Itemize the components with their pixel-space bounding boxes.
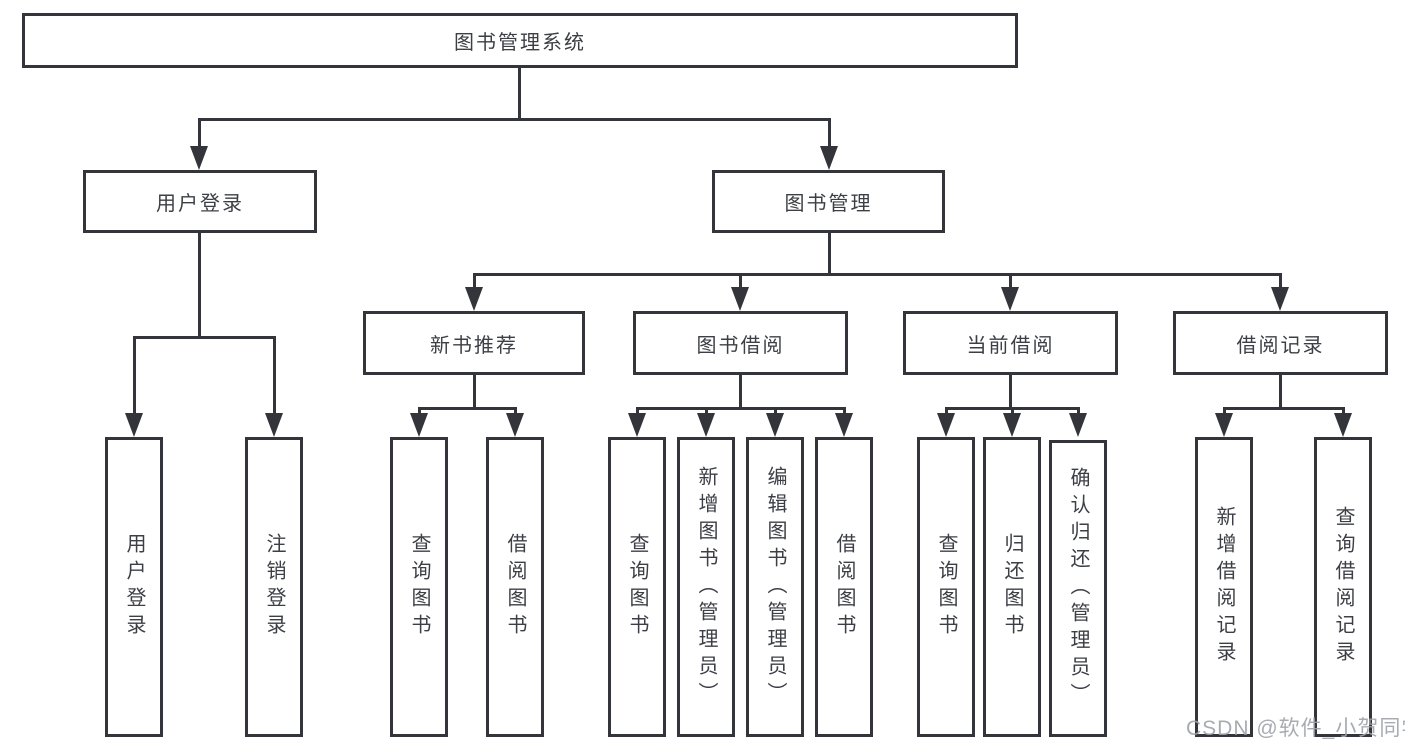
node-leaf-query-book-2: 查询图书 [608,437,666,737]
arrow-down-icon [1271,287,1289,311]
connector-line [827,118,831,154]
arrow-down-icon [410,413,428,437]
arrow-down-icon [125,413,143,437]
connector-line [738,273,742,295]
node-leaf-logout: 注销登录 [245,437,303,737]
node-leaf-confirm-return: 确认归还（管理员） [1049,440,1107,737]
arrow-down-icon [835,413,853,437]
connector-line [827,233,831,276]
connector-line [517,68,521,121]
node-borrow-record: 借阅记录 [1173,311,1388,375]
arrow-down-icon [1069,413,1087,437]
connector-line [132,336,276,339]
csdn-watermark: CSDN @软件_小贺同学 [1186,717,1405,740]
connector-line [272,336,276,421]
arrow-down-icon [1215,413,1233,437]
connector-line [472,273,1282,276]
connector-line [1008,273,1012,295]
connector-line [197,233,201,339]
node-leaf-query-book-3: 查询图书 [917,437,975,737]
node-leaf-borrow-book-1: 借阅图书 [486,437,544,737]
arrow-down-icon [1003,413,1021,437]
connector-line [1278,273,1282,295]
node-root: 图书管理系统 [22,13,1018,68]
node-leaf-borrow-book-2: 借阅图书 [815,437,873,737]
node-leaf-add-borrow-record: 新增借阅记录 [1195,437,1253,737]
arrow-down-icon [506,413,524,437]
connector-line [1278,375,1282,410]
arrow-down-icon [766,413,784,437]
node-leaf-user-login: 用户登录 [105,437,163,737]
arrow-down-icon [465,287,483,311]
node-leaf-return-book: 归还图书 [983,437,1041,737]
node-book-mgmt-branch: 图书管理 [712,170,945,233]
node-leaf-query-borrow-record: 查询借阅记录 [1314,437,1372,737]
node-leaf-query-book-1: 查询图书 [390,437,448,737]
connector-line [635,407,846,410]
arrow-down-icon [697,413,715,437]
arrow-down-icon [265,413,283,437]
node-leaf-add-book: 新增图书（管理员） [677,437,735,737]
node-current-borrow: 当前借阅 [903,311,1118,375]
node-new-book-rec: 新书推荐 [363,311,585,375]
connector-line [738,375,742,410]
connector-line [132,336,136,421]
connector-line [417,407,517,410]
arrow-down-icon [628,413,646,437]
connector-line [197,118,831,121]
arrow-down-icon [820,146,838,170]
connector-line [472,273,476,295]
arrow-down-icon [1334,413,1352,437]
connector-line [1008,375,1012,410]
connector-line [1222,407,1345,410]
node-book-borrow: 图书借阅 [633,311,848,375]
arrow-down-icon [1001,287,1019,311]
arrow-down-icon [731,287,749,311]
arrow-down-icon [937,413,955,437]
connector-line [472,375,476,410]
connector-line [197,118,201,154]
node-leaf-edit-book: 编辑图书（管理员） [746,437,804,737]
node-user-login-branch: 用户登录 [83,170,317,233]
arrow-down-icon [190,146,208,170]
